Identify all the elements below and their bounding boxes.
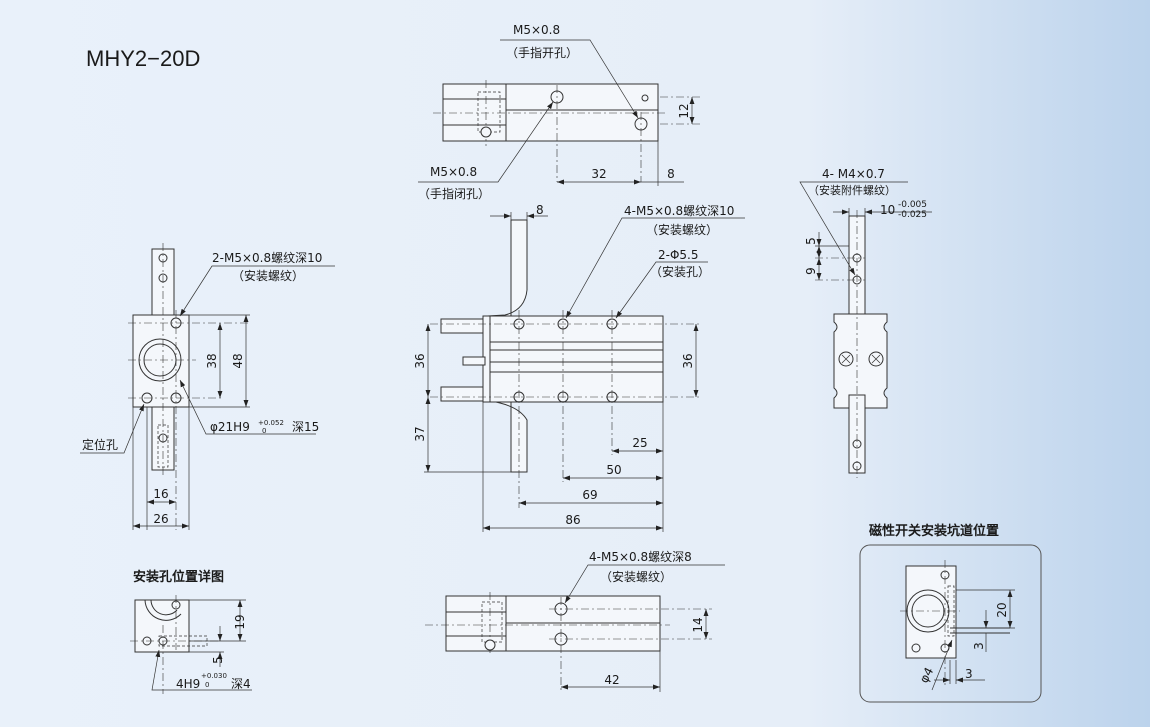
left-view-body	[132, 314, 190, 408]
front-view: 8 36 37 36 25 50 69 86 4-M5×0.8螺纹深10 （安装…	[413, 203, 745, 532]
left-view: 38 48 16 26 2-M5×0.8螺纹深10 （安装螺纹） φ21H9 +…	[80, 243, 335, 530]
callout-hole-name: （安装孔）	[650, 264, 710, 279]
top-view-small-hole	[641, 94, 649, 102]
dim-36-left: 36	[413, 353, 427, 368]
callout-open-name: （手指开孔）	[506, 45, 578, 60]
upper-finger	[487, 219, 528, 319]
switch-view: 磁性开关安装坑道位置 20 3 φ4 3	[859, 523, 1042, 703]
dim-48: 48	[231, 353, 245, 368]
dim-32: 32	[591, 167, 606, 181]
left-callout-name: （安装螺纹）	[232, 268, 304, 283]
right-dim-9: 9	[804, 267, 818, 275]
dim-8-front: 8	[536, 203, 544, 217]
detail-hole-tol-upper: +0.030	[201, 672, 227, 680]
bore-tol-lower: 0	[262, 427, 266, 435]
dim-38: 38	[205, 353, 219, 368]
dim-12: 12	[677, 103, 691, 118]
switch-heading: 磁性开关安装坑道位置	[869, 523, 999, 539]
dim-69: 69	[582, 488, 597, 502]
center-pin	[462, 356, 486, 366]
dim-16: 16	[153, 487, 168, 501]
callout-mount-name: （安装螺纹）	[646, 222, 718, 237]
detail-dim-19: 19	[233, 614, 247, 629]
upper-pin	[440, 318, 484, 334]
right-view-body	[833, 313, 888, 409]
callout-open-thread: M5×0.8	[513, 23, 560, 37]
front-view-body	[482, 315, 664, 403]
switch-frame	[859, 544, 1042, 703]
right-callout-name: （安装附件螺纹）	[808, 183, 896, 197]
bottom-callout-thread: 4-M5×0.8螺纹深8	[589, 550, 692, 564]
callout-close-thread: M5×0.8	[430, 165, 477, 179]
lower-pin	[440, 386, 484, 402]
lower-finger	[487, 399, 528, 473]
top-view: 12 32 8 M5×0.8 （手指开孔） M5×0.8 （手指闭孔）	[418, 23, 700, 201]
detail-hole-tol-lower: 0	[205, 681, 209, 689]
switch-dim-20: 20	[995, 602, 1009, 617]
callout-mount-thread: 4-M5×0.8螺纹深10	[624, 204, 734, 218]
dim-36-right: 36	[681, 353, 695, 368]
fit-lower: -0.025	[898, 210, 927, 220]
dim-25: 25	[632, 436, 647, 450]
detail-heading: 安装孔位置详图	[133, 569, 224, 585]
bottom-callout-name: （安装螺纹）	[600, 569, 672, 584]
model-title: MHY2−20D	[86, 46, 200, 71]
locating-hole-label: 定位孔	[82, 437, 118, 452]
dim-26: 26	[153, 512, 168, 526]
right-dim-5: 5	[804, 237, 818, 245]
bore-spec: φ21H9	[210, 420, 250, 434]
dim-8-top: 8	[667, 167, 675, 181]
switch-dim-3-vertical: 3	[972, 642, 986, 650]
bore-tol-upper: +0.052	[258, 419, 284, 427]
detail-dim-5: 5	[211, 656, 225, 664]
fit-base: 10	[880, 203, 895, 217]
detail-view: 安装孔位置详图 19 5 4H9 +0.030 0 深4	[130, 569, 252, 694]
fit-upper: -0.005	[898, 200, 927, 210]
dim-37: 37	[413, 426, 427, 441]
bottom-dim-14: 14	[691, 617, 705, 632]
right-view: 5 9 10 -0.005 -0.025 4- M4×0.7 （安装附件螺纹）	[799, 167, 932, 478]
top-view-body	[442, 83, 659, 142]
callout-close-name: （手指闭孔）	[418, 186, 490, 201]
detail-hole-spec: 4H9	[176, 677, 200, 691]
switch-dim-phi4: φ4	[917, 665, 937, 685]
dim-50: 50	[606, 463, 621, 477]
right-callout-thread: 4- M4×0.7	[822, 167, 885, 181]
bottom-view: 14 42 4-M5×0.8螺纹深8 （安装螺纹）	[425, 550, 725, 692]
detail-hole-depth: 深4	[231, 677, 251, 691]
top-view-pin-hole	[480, 126, 492, 138]
dim-86: 86	[565, 513, 580, 527]
bottom-dim-42: 42	[604, 673, 619, 687]
bore-depth: 深15	[292, 420, 319, 434]
callout-hole: 2-Φ5.5	[658, 248, 699, 262]
switch-dim-3-horizontal: 3	[965, 667, 973, 681]
left-callout-thread: 2-M5×0.8螺纹深10	[212, 251, 322, 265]
